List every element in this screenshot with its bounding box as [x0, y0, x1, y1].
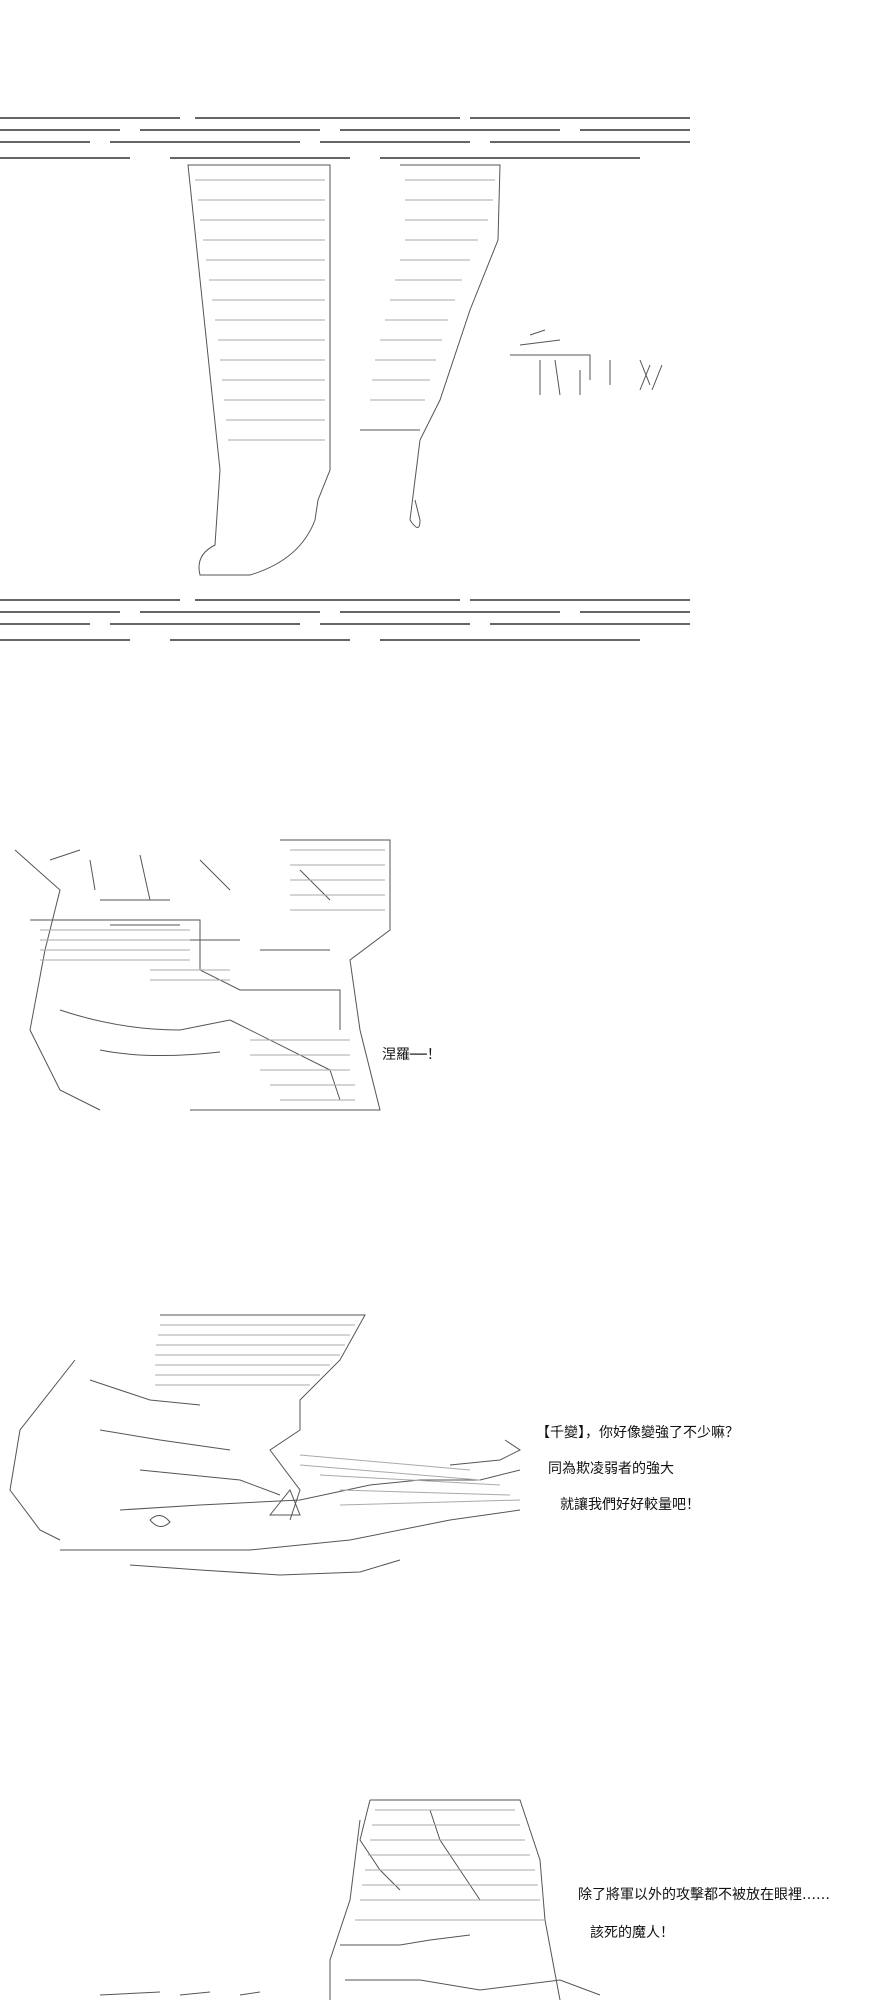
panel-demon: 除了將軍以外的攻擊都不被放在眼裡…… 該死的魔人！ — [0, 1780, 879, 2000]
panel-legs-walking — [0, 0, 879, 680]
speech-line: 同為欺凌弱者的強大 — [548, 1461, 674, 1477]
speech-line: 除了將軍以外的攻擊都不被放在眼裡…… — [578, 1887, 830, 1903]
panel-face-shout: 涅羅──！ — [0, 830, 879, 1130]
speech-line: 【千變】，你好像變強了不少嘛？ — [536, 1425, 739, 1441]
clash-art — [9, 1314, 521, 1576]
speed-lines-art — [0, 117, 690, 641]
panel-clash: 【千變】，你好像變強了不少嘛？ 同為欺凌弱者的強大 就讓我們好好較量吧！ — [0, 1300, 879, 1620]
speech-line: 涅羅──！ — [382, 1047, 441, 1063]
speech-line: 該死的魔人！ — [590, 1925, 674, 1941]
speech-line: 就讓我們好好較量吧！ — [560, 1497, 700, 1513]
demon-art — [99, 1799, 601, 2000]
face-shout-art — [14, 839, 391, 1111]
